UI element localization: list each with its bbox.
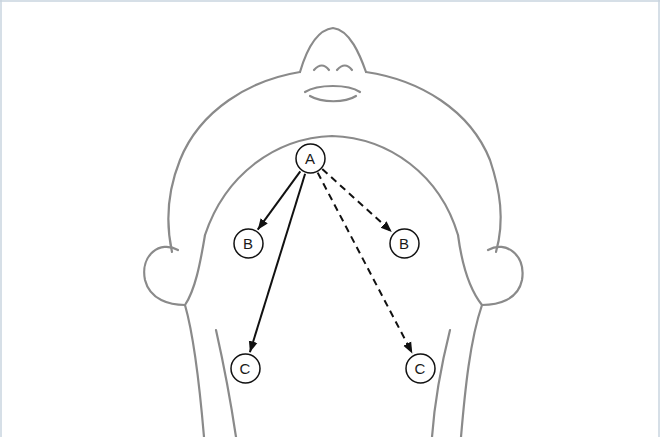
node-letter: A bbox=[305, 151, 315, 166]
circle-shape bbox=[390, 229, 419, 258]
label-circle: C bbox=[405, 353, 436, 384]
head-outline bbox=[144, 28, 522, 437]
node-letter: B bbox=[399, 236, 409, 251]
pointer-arrow bbox=[258, 171, 301, 229]
node-letter: B bbox=[243, 236, 253, 251]
pointer-arrow bbox=[318, 173, 413, 354]
label-circle: B bbox=[389, 228, 420, 259]
circle-shape bbox=[296, 144, 325, 173]
label-circle: C bbox=[230, 353, 261, 384]
circle-shape bbox=[406, 354, 435, 383]
pointer-arrow bbox=[250, 174, 305, 352]
circle-shape bbox=[231, 354, 260, 383]
label-circle: A bbox=[295, 143, 326, 174]
circle-shape bbox=[234, 229, 263, 258]
node-letter: C bbox=[415, 361, 426, 376]
node-letter: C bbox=[240, 361, 251, 376]
label-circle: B bbox=[233, 228, 264, 259]
pointer-arrow bbox=[322, 169, 392, 232]
